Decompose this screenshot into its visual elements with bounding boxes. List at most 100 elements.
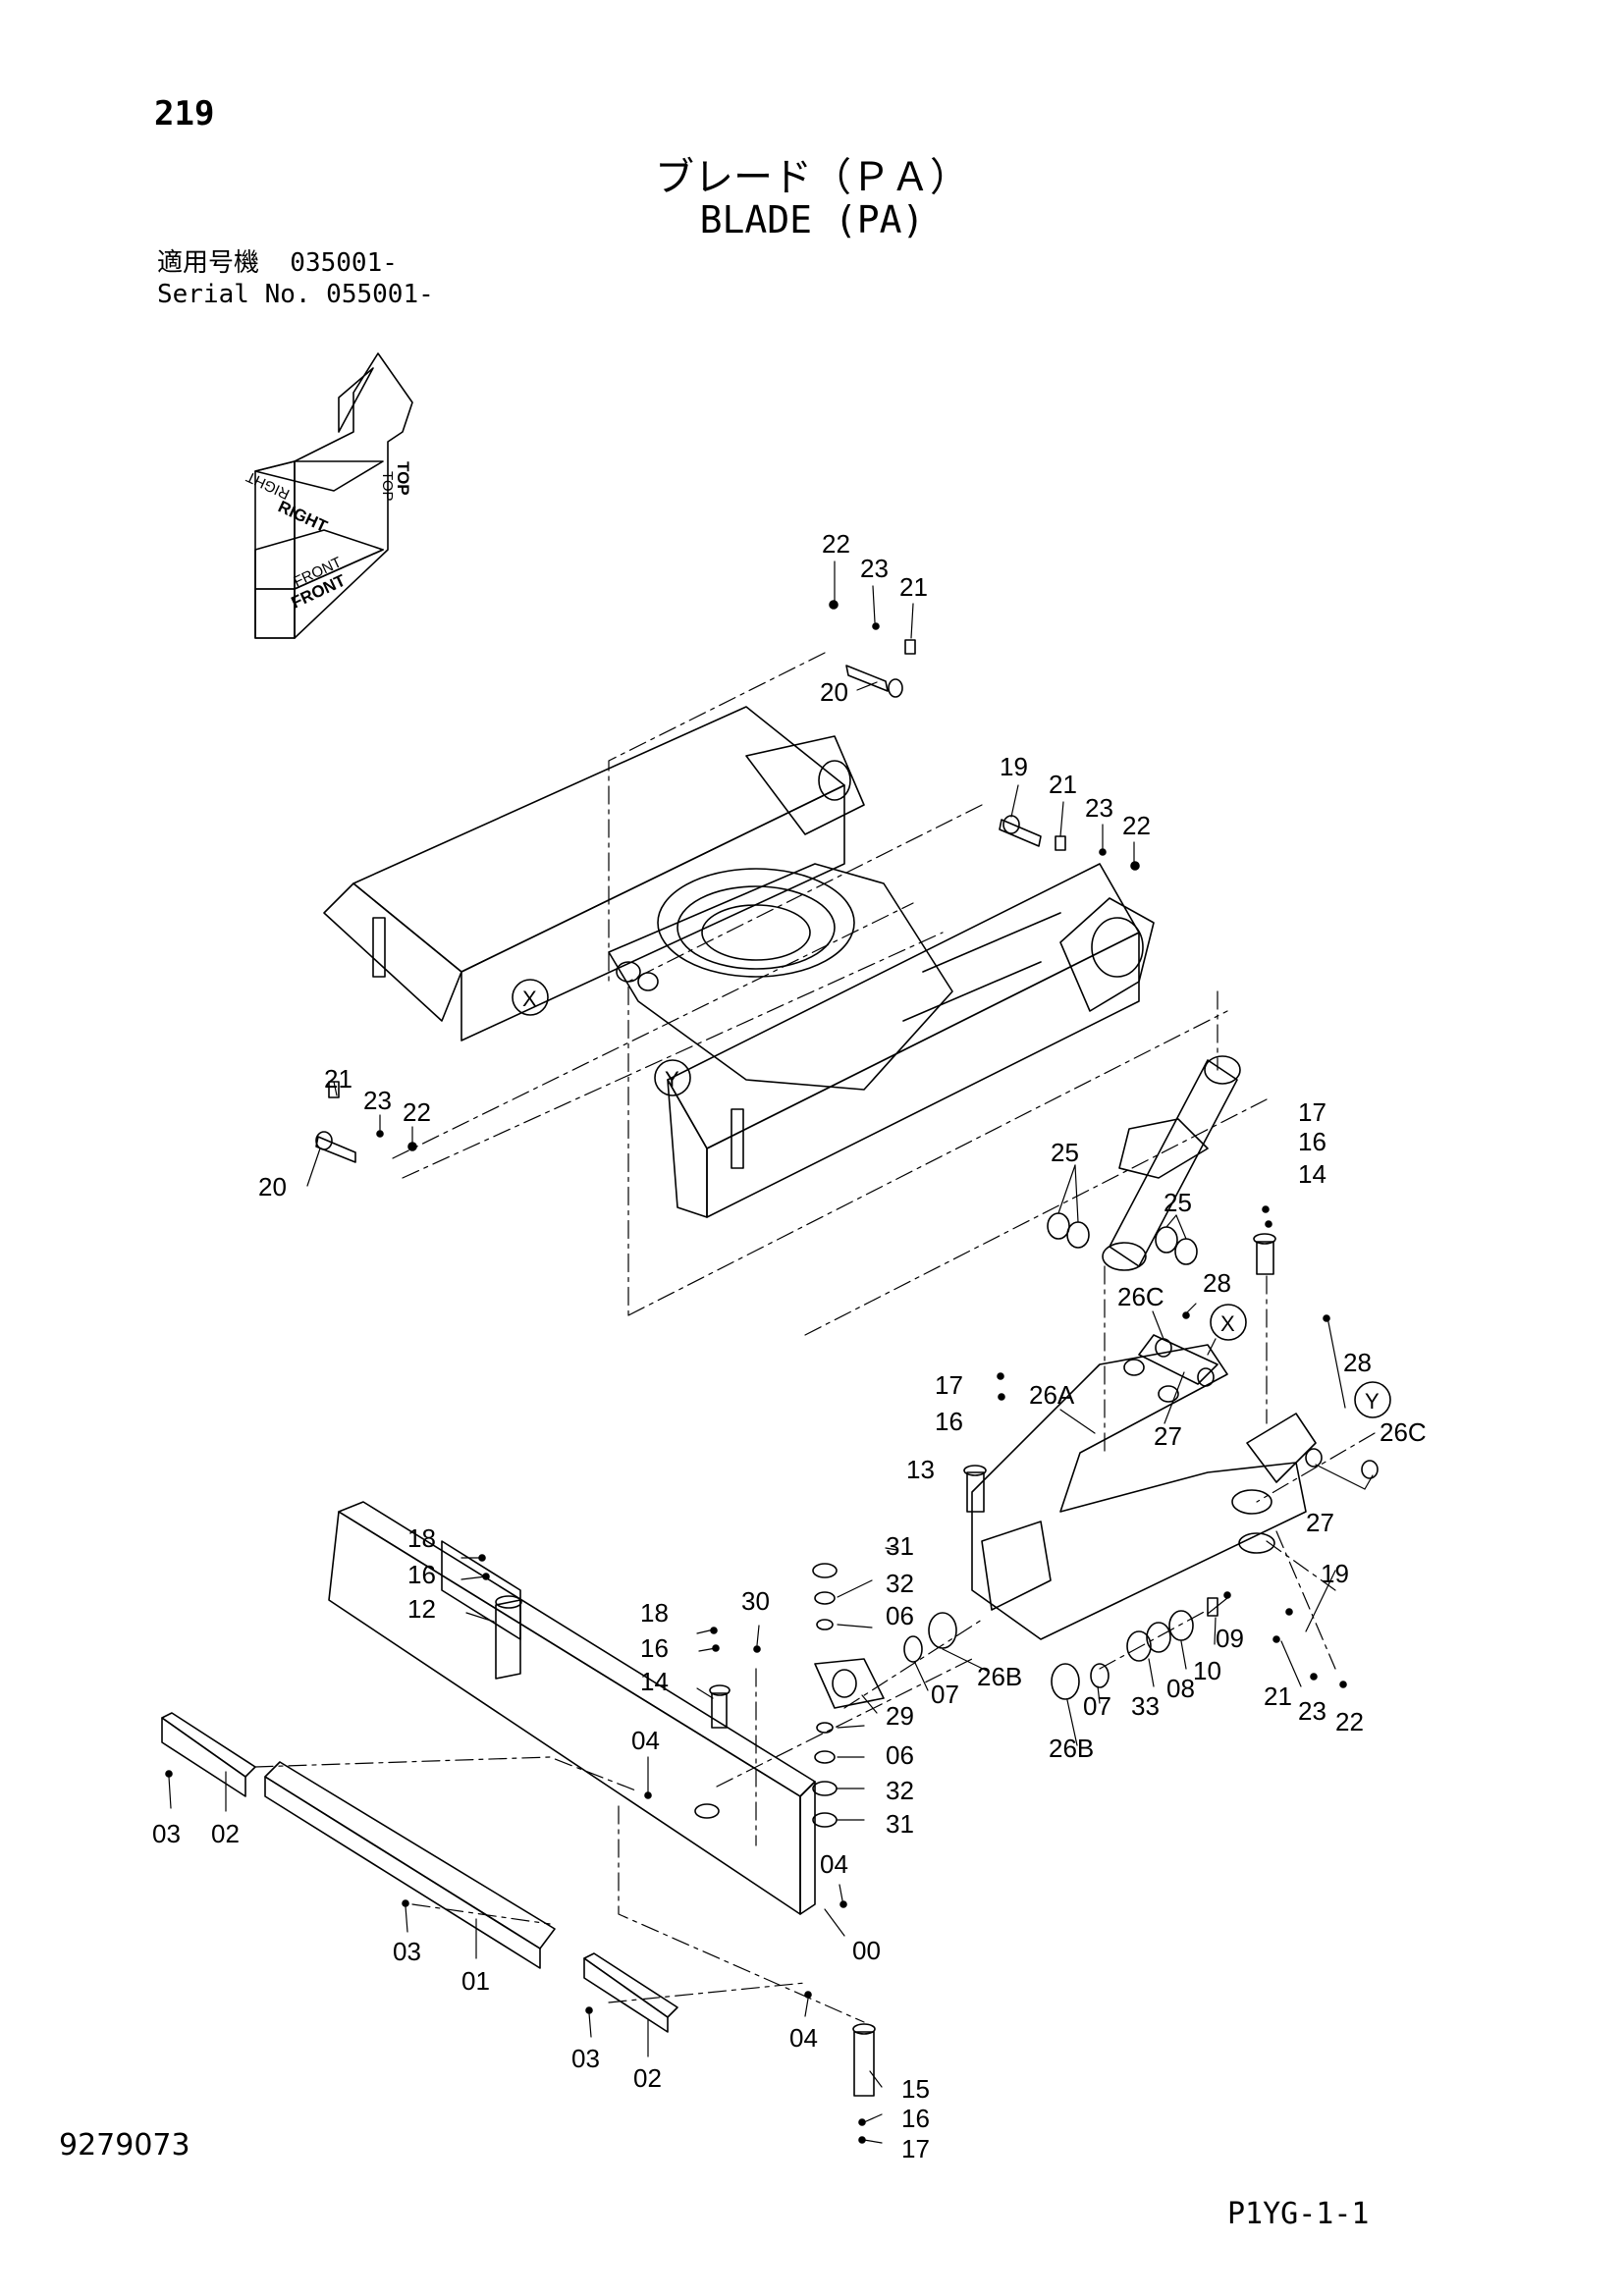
callout-16: 16 xyxy=(407,1560,436,1589)
reference-circles xyxy=(512,979,1391,1418)
title-japanese: ブレード（ＰＡ） xyxy=(655,155,969,200)
callout-23: 23 xyxy=(860,554,889,583)
orientation-label-top-mirror: TOP xyxy=(379,471,396,502)
callout-22: 22 xyxy=(1122,811,1151,840)
callout-21: 21 xyxy=(1264,1682,1292,1711)
callout-08: 08 xyxy=(1166,1674,1195,1703)
callout-x: X xyxy=(1220,1311,1235,1336)
callout-22: 22 xyxy=(403,1097,431,1127)
callout-06: 06 xyxy=(886,1740,914,1770)
orientation-label-top: TOP xyxy=(394,461,412,496)
callout-10: 10 xyxy=(1193,1656,1221,1685)
orientation-label-right: RIGHT xyxy=(275,497,331,536)
callout-33: 33 xyxy=(1131,1691,1160,1721)
callout-21: 21 xyxy=(1049,770,1077,799)
callout-31: 31 xyxy=(886,1809,914,1839)
blade-arm-frame xyxy=(971,1334,1317,1640)
callout-26b: 26B xyxy=(1049,1734,1094,1763)
callout-26c: 26C xyxy=(1380,1417,1427,1447)
page-number: 219 xyxy=(154,94,215,133)
callout-21: 21 xyxy=(324,1064,352,1094)
serial-number-line: Serial No. 055001- xyxy=(157,280,434,309)
orientation-indicator-icon: RIGHT RIGHT FRONT FRONT TOP TOP xyxy=(244,352,413,639)
callout-22: 22 xyxy=(822,529,850,559)
callout-07: 07 xyxy=(931,1680,959,1709)
callout-02: 02 xyxy=(211,1819,240,1848)
callout-25: 25 xyxy=(1164,1188,1192,1217)
callout-15: 15 xyxy=(901,2074,930,2104)
pin-group-top xyxy=(829,600,916,698)
callout-22: 22 xyxy=(1335,1707,1364,1736)
callout-28: 28 xyxy=(1203,1268,1231,1298)
pins-12-13-14-15 xyxy=(495,1233,1276,2097)
callout-23: 23 xyxy=(1298,1696,1326,1726)
callout-20: 20 xyxy=(820,677,848,707)
fastener-dots xyxy=(165,1205,1347,2144)
callout-02: 02 xyxy=(633,2063,662,2093)
callout-04: 04 xyxy=(789,2023,818,2053)
callout-26a: 26A xyxy=(1029,1380,1075,1410)
callout-29: 29 xyxy=(886,1701,914,1731)
serial-applicable-line: 適用号機 035001- xyxy=(157,248,398,278)
washer-stack xyxy=(812,1563,838,1828)
callout-26b: 26B xyxy=(977,1662,1022,1691)
callout-31: 31 xyxy=(886,1531,914,1561)
bushings-26b-26c xyxy=(903,1338,1379,1700)
callout-12: 12 xyxy=(407,1594,436,1624)
callout-y: Y xyxy=(1365,1389,1380,1414)
callout-23: 23 xyxy=(1085,793,1113,823)
sheet-code: P1YG-1-1 xyxy=(1227,2197,1370,2231)
callout-01: 01 xyxy=(461,1966,490,1996)
callout-20: 20 xyxy=(258,1172,287,1201)
callout-09: 09 xyxy=(1216,1624,1244,1653)
blade-cylinder xyxy=(1102,1055,1241,1271)
callout-32: 32 xyxy=(886,1569,914,1598)
undercarriage-frame xyxy=(323,706,1155,1218)
end-bit-02-left xyxy=(161,1712,256,1797)
pin-group-right xyxy=(999,815,1140,871)
cutting-edge-01 xyxy=(264,1761,556,1969)
callout-00: 00 xyxy=(852,1936,881,1965)
callout-03: 03 xyxy=(571,2044,600,2073)
shims-33-08 xyxy=(1126,1597,1218,1662)
blade-00 xyxy=(328,1501,816,1915)
callout-14: 14 xyxy=(640,1667,669,1696)
document-code: 9279073 xyxy=(59,2128,190,2163)
callout-04: 04 xyxy=(631,1726,660,1755)
assembly-lines xyxy=(254,652,1376,2023)
callout-30: 30 xyxy=(741,1586,770,1616)
callout-16: 16 xyxy=(901,2104,930,2133)
callout-25: 25 xyxy=(1051,1138,1079,1167)
leader-lines xyxy=(168,561,1374,2144)
callout-07: 07 xyxy=(1083,1691,1111,1721)
callout-03: 03 xyxy=(393,1937,421,1966)
title-english: BLADE (PA) xyxy=(699,198,925,241)
serial-block: 適用号機 035001- Serial No. 055001- xyxy=(157,247,434,310)
callout-26c: 26C xyxy=(1117,1282,1164,1311)
callout-14: 14 xyxy=(1298,1159,1326,1189)
callout-17: 17 xyxy=(935,1370,963,1400)
callout-18: 18 xyxy=(407,1523,436,1553)
callout-y: Y xyxy=(665,1067,679,1092)
callout-21: 21 xyxy=(899,572,928,602)
callout-x: X xyxy=(522,987,537,1011)
callout-17: 17 xyxy=(901,2134,930,2163)
callout-19: 19 xyxy=(1321,1559,1349,1588)
callout-16: 16 xyxy=(1298,1127,1326,1156)
end-bit-02-right xyxy=(583,1952,678,2033)
callout-17: 17 xyxy=(1298,1097,1326,1127)
callout-16: 16 xyxy=(935,1407,963,1436)
callout-06: 06 xyxy=(886,1601,914,1630)
callout-16: 16 xyxy=(640,1633,669,1663)
callout-13: 13 xyxy=(906,1455,935,1484)
orientation-label-right-mirror: RIGHT xyxy=(244,468,292,503)
callout-32: 32 xyxy=(886,1776,914,1805)
callout-04: 04 xyxy=(820,1849,848,1879)
callout-23: 23 xyxy=(363,1086,392,1115)
clevis-29 xyxy=(814,1658,885,1709)
callout-27: 27 xyxy=(1306,1508,1334,1537)
callout-labels: 22 23 21 20 19 21 23 22 21 23 22 20 X Y … xyxy=(152,529,1427,2163)
callout-03: 03 xyxy=(152,1819,181,1848)
callout-27: 27 xyxy=(1154,1421,1182,1451)
